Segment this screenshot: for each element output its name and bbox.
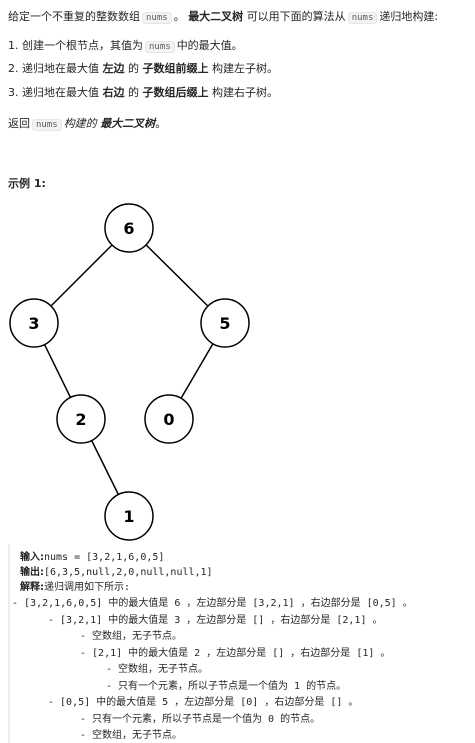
tree-node: 1 bbox=[104, 491, 154, 541]
tree-node-label: 0 bbox=[163, 410, 174, 429]
step-2-text-b: 的 bbox=[128, 62, 139, 75]
return-bold: 最大二叉树 bbox=[100, 117, 156, 130]
explanation-line: - [3,2,1,6,0,5] 中的最大值是 6 ，左边部分是 [3,2,1] … bbox=[12, 598, 413, 609]
return-code: nums bbox=[32, 119, 62, 131]
output-value: [6,3,5,null,2,0,null,null,1] bbox=[44, 567, 213, 578]
explanation-line: - 只有一个元素，所以子节点是一个值为 0 的节点。 bbox=[80, 714, 321, 725]
tree-node-circle bbox=[200, 298, 250, 348]
return-text-c: 。 bbox=[155, 117, 167, 130]
tree-node-circle bbox=[104, 203, 154, 253]
input-value: nums = [3,2,1,6,0,5] bbox=[44, 552, 165, 563]
nums-code-2: nums bbox=[347, 12, 378, 24]
return-text-b: 构建的 bbox=[63, 117, 97, 130]
step-3-text-a: 3. 递归地在最大值 bbox=[8, 86, 99, 99]
output-label: 输出: bbox=[20, 567, 44, 578]
explanation-line: - [2,1] 中的最大值是 2 ，左边部分是 [] ，右边部分是 [1] 。 bbox=[80, 648, 391, 659]
explanation-line: - 空数组，无子节点。 bbox=[80, 730, 183, 741]
explain-line: 解释:递归调用如下所示: bbox=[20, 581, 130, 594]
step-2-text-a: 2. 递归地在最大值 bbox=[8, 62, 99, 75]
tree-edge bbox=[43, 344, 72, 398]
step-3: 3. 递归地在最大值 右边 的 子数组后缀上 构建右子树。 bbox=[8, 85, 278, 101]
step-1-text-b: 中的最大值。 bbox=[176, 39, 243, 52]
tree-node-label: 3 bbox=[28, 314, 39, 333]
step-1-text-a: 1. 创建一个根节点，其值为 bbox=[8, 39, 143, 52]
step-1-code: nums bbox=[145, 41, 175, 53]
tree-node-label: 6 bbox=[123, 219, 134, 238]
step-2: 2. 递归地在最大值 左边 的 子数组前缀上 构建左子树。 bbox=[8, 61, 278, 77]
intro-text-c: 可以用下面的算法从 bbox=[246, 10, 346, 23]
tree-node-label: 5 bbox=[219, 314, 230, 333]
tree-node-label: 1 bbox=[123, 507, 134, 526]
tree-node: 2 bbox=[56, 394, 106, 444]
tree-node-circle bbox=[144, 394, 194, 444]
step-3-bold-1: 右边 bbox=[102, 86, 125, 99]
tree-node-circle bbox=[104, 491, 154, 541]
input-label: 输入: bbox=[20, 552, 44, 563]
step-2-text-c: 构建左子树。 bbox=[212, 62, 278, 75]
intro-text-d: 递归地构建: bbox=[379, 10, 439, 23]
tree-node: 5 bbox=[200, 298, 250, 348]
explain-value: 递归调用如下所示: bbox=[44, 582, 131, 593]
step-3-text-c: 构建右子树。 bbox=[212, 86, 278, 99]
explanation-line: - [0,5] 中的最大值是 5 ，左边部分是 [0] ，右边部分是 [] 。 bbox=[48, 697, 359, 708]
step-2-bold-2: 子数组前缀上 bbox=[142, 62, 209, 75]
tree-edge bbox=[180, 343, 214, 399]
example-title: 示例 1: bbox=[8, 177, 46, 190]
example-block: 输入:nums = [3,2,1,6,0,5] 输出:[6,3,5,null,2… bbox=[8, 544, 472, 743]
nums-code: nums bbox=[142, 12, 172, 24]
step-3-text-b: 的 bbox=[128, 86, 139, 99]
binary-tree-diagram: 6 3 5 2 0 1 bbox=[9, 203, 250, 541]
tree-edge bbox=[90, 440, 120, 495]
intro-text-b: 。 bbox=[173, 10, 185, 23]
tree-node: 0 bbox=[144, 394, 194, 444]
explanation-line: - 空数组，无子节点。 bbox=[80, 631, 183, 642]
tree-node-label: 2 bbox=[75, 410, 86, 429]
tree-node: 3 bbox=[9, 298, 59, 348]
explanation-line: - 只有一个元素，所以子节点是一个值为 1 的节点。 bbox=[106, 681, 347, 692]
tree-node: 6 bbox=[104, 203, 154, 253]
explanation-line: - [3,2,1] 中的最大值是 3 ，左边部分是 [] ，右边部分是 [2,1… bbox=[48, 615, 383, 626]
tree-node-circle bbox=[9, 298, 59, 348]
intro-bold: 最大二叉树 bbox=[188, 10, 244, 23]
intro-text-a: 给定一个不重复的整数数组 bbox=[8, 10, 140, 23]
tree-edge bbox=[50, 244, 113, 307]
step-2-bold-1: 左边 bbox=[102, 62, 125, 75]
return-text-a: 返回 bbox=[8, 117, 30, 130]
explanation-line: - 空数组，无子节点。 bbox=[106, 664, 209, 675]
explain-label: 解释: bbox=[20, 582, 44, 593]
step-3-bold-2: 子数组后缀上 bbox=[142, 86, 209, 99]
tree-edge bbox=[145, 244, 209, 307]
output-line: 输出:[6,3,5,null,2,0,null,null,1] bbox=[20, 566, 213, 579]
tree-node-circle bbox=[56, 394, 106, 444]
input-line: 输入:nums = [3,2,1,6,0,5] bbox=[20, 551, 164, 564]
